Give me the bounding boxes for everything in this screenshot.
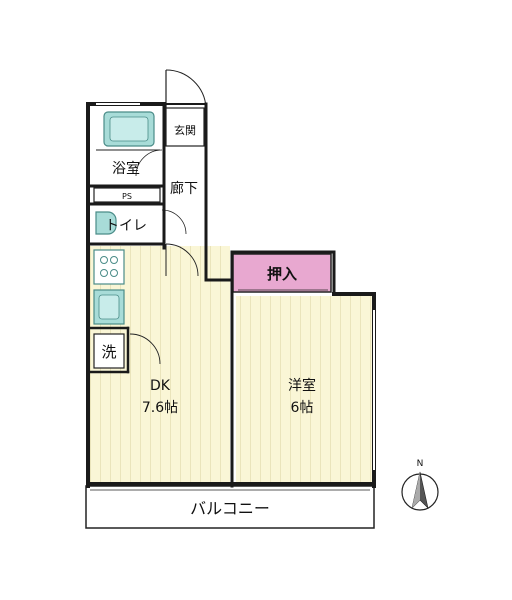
toilet-label: トイレ bbox=[105, 218, 147, 234]
pipe-space bbox=[93, 187, 161, 203]
dk-size-label: 7.6帖 bbox=[142, 400, 178, 416]
stove-icon bbox=[93, 249, 125, 285]
hallway-label: 廊下 bbox=[170, 180, 198, 197]
washer-space bbox=[93, 333, 125, 369]
bath-label: 浴室 bbox=[112, 160, 140, 177]
western-room-floor bbox=[236, 296, 372, 484]
washer-label: 洗 bbox=[101, 343, 116, 361]
north-compass-icon: N bbox=[401, 459, 439, 511]
dk-name-label: DK bbox=[150, 378, 171, 394]
western-room-size-label: 6帖 bbox=[291, 400, 314, 416]
western-room-name-label: 洋室 bbox=[288, 377, 316, 394]
north-label: N bbox=[417, 459, 424, 469]
entrance-label: 玄関 bbox=[174, 123, 196, 137]
closet-label: 押入 bbox=[267, 265, 297, 283]
entrance bbox=[165, 107, 205, 147]
toilet-icon bbox=[95, 211, 117, 235]
balcony bbox=[85, 485, 375, 529]
windows bbox=[96, 103, 375, 470]
pipe-space-label: PS bbox=[122, 192, 132, 201]
hallway-floor bbox=[163, 148, 205, 244]
balcony-label: バルコニー bbox=[190, 499, 270, 518]
